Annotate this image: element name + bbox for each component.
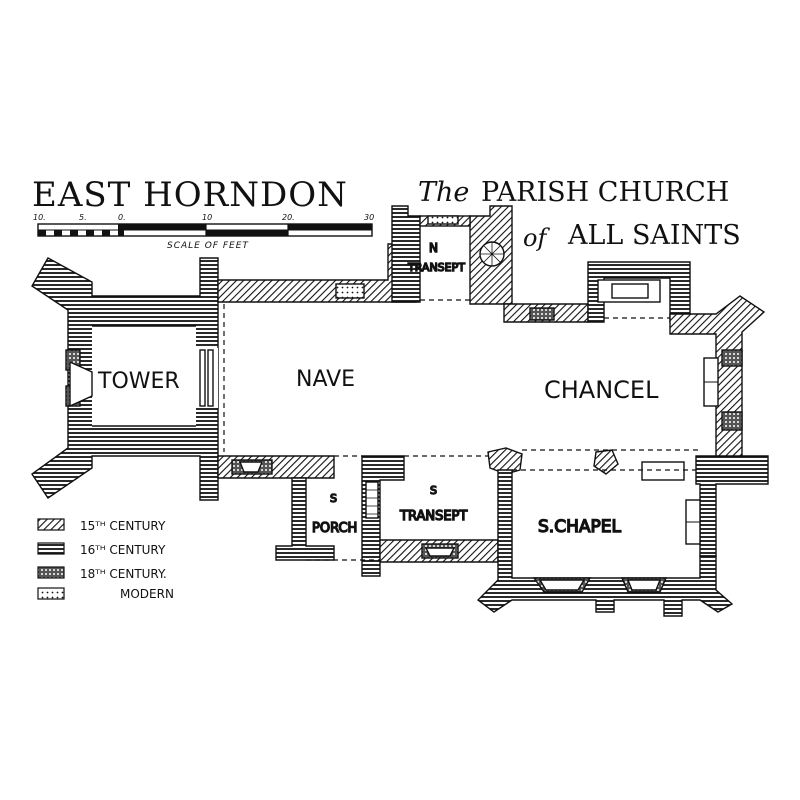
title-the: The [418,177,469,208]
nave-label: NAVE [296,367,355,392]
legend-label-modern: MODERN [120,587,174,601]
chancel-label: CHANCEL [544,376,659,404]
chancel-north-wall [503,261,766,461]
nave-south-wall [217,455,335,479]
s-chapel-label: S.CHAPEL [538,517,621,537]
s-porch-label: PORCH [312,521,357,536]
n-transept-letter: N [429,241,438,255]
legend-swatch-15th [37,518,65,531]
scale-tick-3: 0. [118,213,126,222]
title-line2: ALL SAINTS [567,220,741,251]
s-porch-letter: S [330,492,337,505]
scale-tick-1: 10. [33,213,46,222]
legend-label-15th: 15ᵀᴴ CENTURY [80,519,166,533]
s-transept-label: TRANSEPT [399,509,467,524]
scale-caption: SCALE OF FEET [167,241,249,251]
legend-swatch-modern [37,587,65,600]
scale-tick-6: 30 [364,213,374,222]
tower-walls [31,257,219,501]
tower-label: TOWER [97,369,180,394]
nave-north-wall [217,243,417,303]
south-chapel: S.CHAPEL [476,447,769,617]
dashed-lines [223,304,700,561]
north-transept: N TRANSEPT [391,205,513,305]
legend-label-18th: 18ᵀᴴ CENTURY. [80,567,167,581]
title-place: EAST HORNDON [32,175,348,215]
s-transept-letter: S [430,484,437,497]
scale-tick-5: 20. [282,213,295,222]
south-transept: S TRANSEPT [379,483,499,563]
title-block: EAST HORNDON The PARISH CHURCH of ALL SA… [32,175,741,252]
title-of: of [523,224,550,252]
title-line1: PARISH CHURCH [481,177,729,208]
n-transept-label: TRANSEPT [407,261,465,274]
scale-tick-2: 5. [79,213,87,222]
legend-label-16th: 16ᵀᴴ CENTURY [80,543,166,557]
legend [37,518,65,600]
scale-bar: 10. 5. 0. 10 20. 30 SCALE OF FEET [33,213,374,251]
legend-swatch-16th [37,542,65,555]
scale-tick-4: 10 [202,213,212,222]
legend-swatch-18th [37,566,65,579]
